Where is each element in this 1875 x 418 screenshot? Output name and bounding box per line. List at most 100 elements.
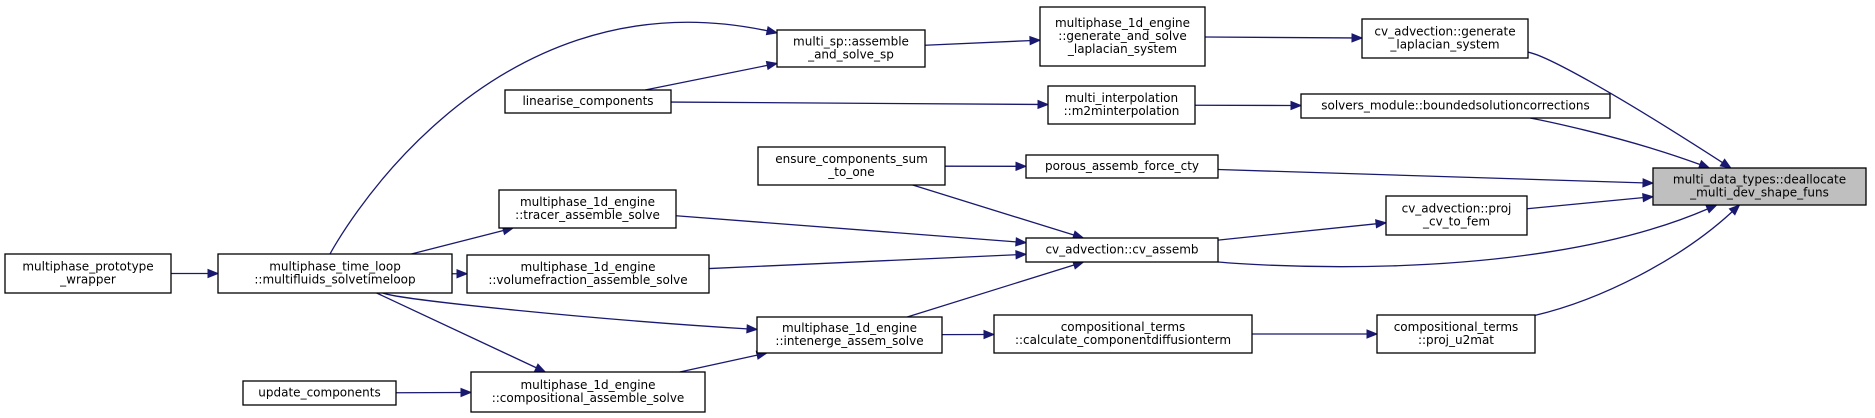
edge-prototype-wrapper-to-time-loop [171,268,220,279]
edge-arrowhead [1290,100,1303,111]
edge-arrowhead [983,329,996,340]
edge-arrowhead [1642,192,1655,203]
edge-time-loop-to-tracer-solve [411,226,515,255]
node-box [4,253,172,294]
node-label-line: update_components [258,386,380,400]
edge-ensure-sum-to-cv-assemb [912,184,1085,240]
node-box [217,253,453,294]
node-prototype-wrapper[interactable]: multiphase_prototype_wrapper [4,253,172,294]
edge-porous-force-to-target [1217,168,1655,188]
edge-comp-solve-to-intenerge-solve [679,350,769,373]
edge-line [376,292,537,369]
edge-tracer-solve-to-cv-assemb [675,215,1028,247]
edge-line [411,229,504,255]
node-label-line: cv_advection::cv_assemb [1045,243,1198,257]
node-tracer-solve[interactable]: multiphase_1d_engine::tracer_assemble_so… [498,189,677,229]
node-label-line: ::intenerge_assem_solve [775,334,923,348]
node-label-line: multiphase_time_loop [269,260,401,274]
node-box [504,89,672,114]
node-label-line: multiphase_1d_engine [1055,16,1190,30]
node-box [993,314,1253,354]
node-cv-assemb[interactable]: cv_advection::cv_assemb [1025,237,1219,263]
node-box [776,29,926,68]
edge-line [670,101,1039,106]
node-label-line: multi_data_types::deallocate [1673,173,1846,187]
node-label-line: ::multifluids_solvetimeloop [254,273,415,287]
node-label-line: ::volumefraction_assemble_solve [488,273,687,287]
node-box [1361,18,1529,59]
edge-arrowhead [1029,35,1042,46]
node-label-line: ::m2minterpolation [1064,104,1180,118]
node-multi-sp[interactable]: multi_sp::assemble_and_solve_sp [776,29,926,68]
edge-arrowhead [765,60,779,71]
edge-line [679,354,758,373]
node-label-line: multi_sp::assemble [793,35,909,49]
edge-arrowhead [207,268,220,279]
node-box [498,189,677,229]
node-box [1385,195,1528,236]
node-time-loop[interactable]: multiphase_time_loop::multifluids_solvet… [217,253,453,294]
node-box [1025,237,1219,263]
node-proj-cv-fem[interactable]: cv_advection::proj_cv_to_fem [1385,195,1528,236]
node-box [466,254,710,294]
edge-volfrac-solve-to-cv-assemb [708,250,1028,270]
edge-arrowhead [1015,250,1028,260]
edge-arrowhead [1728,204,1741,216]
edge-line [708,254,1017,270]
node-box [470,371,706,413]
node-label-line: cv_advection::generate [1374,25,1515,39]
edge-line [1534,211,1733,316]
edge-intenerge-solve-to-cv-assemb [907,260,1085,318]
edge-line [1217,208,1708,268]
node-label-line: ensure_components_sum [775,152,928,166]
node-label-line: multiphase_1d_engine [782,321,917,335]
edge-line [907,264,1075,318]
edge-proj-cv-fem-to-target [1526,192,1655,210]
edge-update-comp-to-comp-solve [395,387,473,398]
node-update-comp[interactable]: update_components [242,380,397,406]
node-target[interactable]: multi_data_types::deallocate_multi_dev_s… [1652,167,1867,206]
node-solvers-bounded[interactable]: solvers_module::boundedsolutioncorrectio… [1300,93,1611,119]
node-label-line: ::proj_u2mat [1418,333,1494,347]
node-label-line: compositional_terms [1061,320,1186,334]
nodes-layer: multi_data_types::deallocate_multi_dev_s… [4,6,1867,413]
edge-arrowhead [765,26,779,36]
node-volfrac-solve[interactable]: multiphase_1d_engine::volumefraction_ass… [466,254,710,294]
node-proj-u2mat[interactable]: compositional_terms::proj_u2mat [1376,314,1536,354]
edge-arrowhead [1375,219,1388,229]
edge-linearise-to-multi-sp [644,60,779,91]
edge-proj-u2mat-to-target [1534,204,1741,316]
node-box [1652,167,1867,206]
edge-time-loop-to-multi-sp [329,21,779,255]
node-multi-interp[interactable]: multi_interpolation::m2minterpolation [1047,85,1196,125]
edge-time-loop-to-intenerge-solve [382,292,759,334]
node-label-line: multiphase_1d_engine [520,195,655,209]
node-label-line: porous_assemb_force_cty [1045,159,1199,173]
node-box [242,380,397,406]
edge-arrowhead [1642,178,1655,188]
node-calc-compdiff[interactable]: compositional_terms::calculate_component… [993,314,1253,354]
node-mp1d-gen-solve-lap[interactable]: multiphase_1d_engine::generate_and_solve… [1039,6,1206,67]
node-label-line: _laplacian_system [1067,42,1177,56]
node-ensure-sum[interactable]: ensure_components_sum_to_one [757,146,946,186]
edge-line [1217,223,1377,241]
edge-time-loop-to-volfrac-solve [451,269,469,279]
edge-line [1217,168,1644,184]
node-label-line: multiphase_1d_engine [520,260,655,274]
node-intenerge-solve[interactable]: multiphase_1d_engine::intenerge_assem_so… [756,316,943,354]
node-linearise[interactable]: linearise_components [504,89,672,114]
node-box [756,316,943,354]
node-label-line: _wrapper [59,273,116,287]
node-comp-solve[interactable]: multiphase_1d_engine::compositional_asse… [470,371,706,413]
node-label-line: _laplacian_system [1389,38,1499,52]
node-cv-adv-gen-lap[interactable]: cv_advection::generate_laplacian_system [1361,18,1529,59]
node-porous-force[interactable]: porous_assemb_force_cty [1025,154,1219,179]
node-label-line: ::calculate_componentdiffusionterm [1015,333,1231,347]
node-box [1025,154,1219,179]
node-box [1376,314,1536,354]
edge-ensure-sum-to-porous-force [944,161,1028,172]
edge-arrowhead [1719,158,1732,169]
edge-line [924,39,1031,46]
node-label-line: ::generate_and_solve [1058,29,1186,43]
